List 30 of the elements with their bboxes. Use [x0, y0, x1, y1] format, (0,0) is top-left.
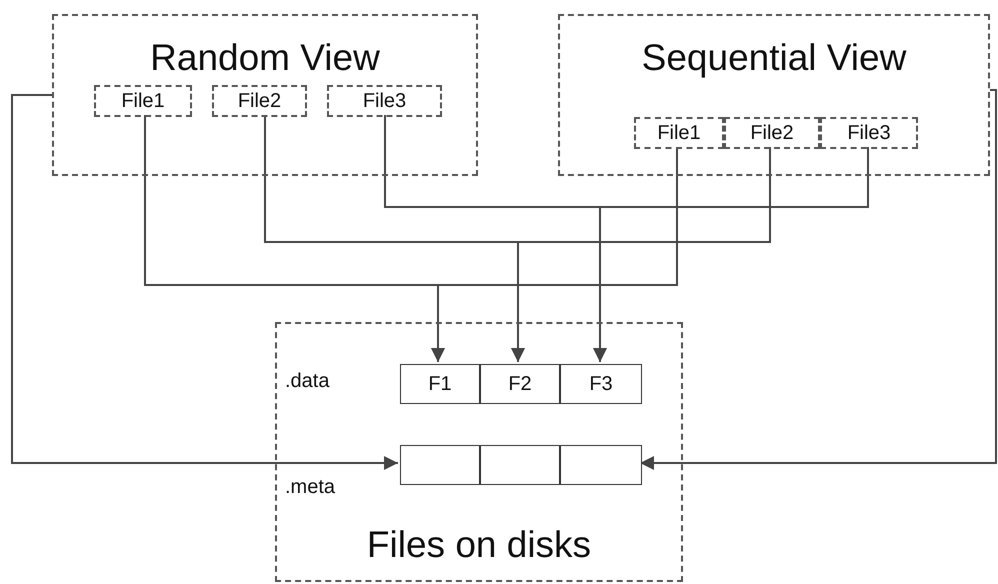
file-box	[820, 117, 918, 149]
box-title: Sequential View	[642, 38, 906, 79]
box-label: F1	[428, 373, 452, 395]
box-label: File3	[847, 122, 891, 144]
storage-cell	[400, 364, 480, 404]
file-box	[327, 85, 442, 117]
storage-cell	[480, 364, 560, 404]
section-label: .meta	[285, 476, 336, 499]
box-title: Files on disks	[366, 525, 592, 566]
view-box	[558, 14, 990, 176]
file-box	[94, 85, 192, 117]
section-label: .data	[285, 370, 330, 393]
box-label: File3	[362, 90, 406, 112]
storage-cell	[560, 364, 642, 404]
view-box	[52, 14, 478, 176]
box-title: Random View	[150, 38, 380, 79]
connector-arrow	[431, 147, 678, 362]
connector-arrow	[11, 94, 398, 470]
file-box	[212, 85, 307, 117]
connector-arrow	[511, 147, 771, 362]
box-label: File2	[750, 122, 794, 144]
file-box	[724, 117, 820, 149]
file-box	[634, 117, 724, 149]
box-label: File1	[121, 90, 165, 112]
box-label: File2	[238, 90, 282, 112]
box-label: File1	[657, 122, 701, 144]
box-label: F2	[508, 373, 532, 395]
connector-arrow	[640, 89, 997, 470]
connector-arrow	[593, 147, 869, 362]
box-label: F3	[589, 373, 613, 395]
